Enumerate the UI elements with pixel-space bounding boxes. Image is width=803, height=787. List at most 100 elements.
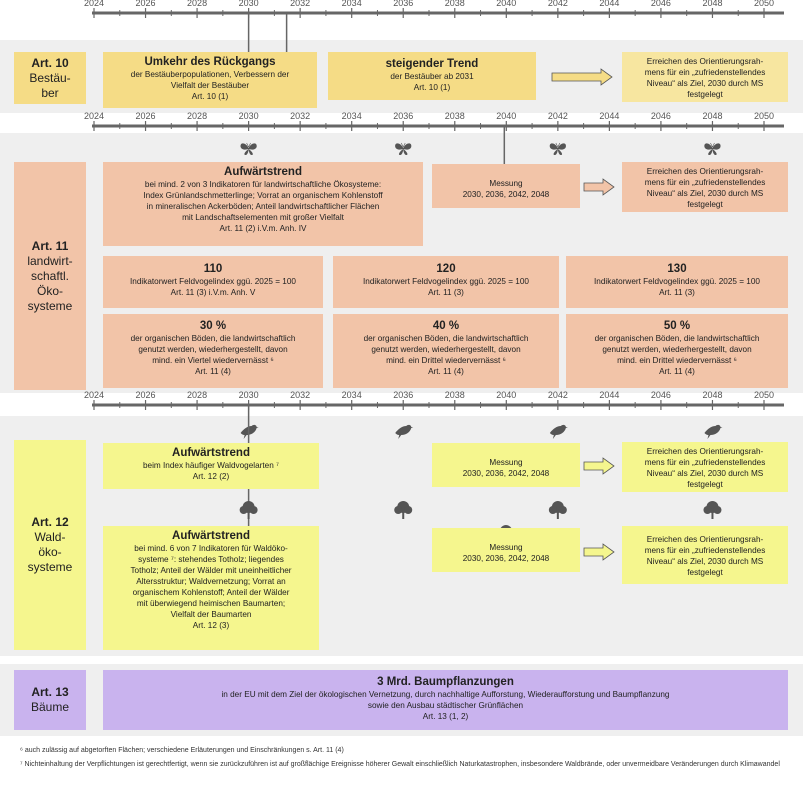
art12-goal1-box: Erreichen des Orientierungsrah- mens für…	[622, 442, 788, 492]
art11-measure-box: Messung 2030, 2036, 2042, 2048	[432, 164, 580, 208]
art12-goal2-box: Erreichen des Orientierungsrah- mens für…	[622, 526, 788, 584]
timeline-year-2044: 2044	[599, 0, 619, 8]
timeline-year-2026: 2026	[136, 390, 156, 400]
art12-trend2-body: bei mind. 6 von 7 Indikatoren für Waldök…	[130, 544, 292, 630]
timeline-year-2024: 2024	[84, 111, 104, 121]
art12-measure1-box: Messung 2030, 2036, 2042, 2048	[432, 443, 580, 487]
art13-label: Art. 13 Bäume	[14, 670, 86, 730]
timeline-year-2044: 2044	[599, 390, 619, 400]
art10-label-article: Art. 10	[31, 55, 69, 70]
timeline-year-2046: 2046	[651, 390, 671, 400]
timeline-year-2048: 2048	[702, 390, 722, 400]
timeline-year-2034: 2034	[342, 390, 362, 400]
art11-label-name: landwirt- schaftl. Öko- systeme	[27, 253, 73, 313]
timeline-year-2042: 2042	[548, 0, 568, 8]
timeline-year-2042: 2042	[548, 111, 568, 121]
bird-icon-2042	[549, 424, 568, 439]
timeline-year-2032: 2032	[290, 111, 310, 121]
art10-arrow-right-icon	[551, 68, 613, 86]
timeline-year-2028: 2028	[187, 111, 207, 121]
timeline-year-2036: 2036	[393, 111, 413, 121]
art11-goal-box: Erreichen des Orientierungsrah- mens für…	[622, 162, 788, 212]
art12-arrow1-right-icon	[583, 457, 615, 475]
timeline-year-2026: 2026	[136, 0, 156, 8]
footnote-7: ⁷ Nichteinhaltung der Verpflichtungen is…	[20, 761, 780, 768]
art11-trend-box: Aufwärtstrend bei mind. 2 von 3 Indikato…	[103, 162, 423, 246]
art10-trend-box: steigender Trend der Bestäuber ab 2031 A…	[328, 52, 536, 100]
timeline-year-2038: 2038	[445, 0, 465, 8]
art11-moor-box-2050: 50 % der organischen Böden, die landwirt…	[566, 314, 788, 388]
timeline-year-2044: 2044	[599, 111, 619, 121]
timeline-year-2038: 2038	[445, 111, 465, 121]
art11-moor-box-2030: 30 % der organischen Böden, die landwirt…	[103, 314, 323, 388]
timeline-year-2034: 2034	[342, 111, 362, 121]
timeline-year-2038: 2038	[445, 390, 465, 400]
art12-trend1-title: Aufwärtstrend	[172, 447, 250, 459]
art12-measure2-text: Messung 2030, 2036, 2042, 2048	[462, 543, 550, 563]
butterfly-icon-2042	[549, 142, 567, 156]
bird-icon-2030	[240, 424, 259, 439]
timeline-year-2048: 2048	[702, 111, 722, 121]
timeline-year-2046: 2046	[651, 111, 671, 121]
art11-fv-box-2040: 120 Indikatorwert Feldvogelindex ggü. 20…	[333, 256, 559, 308]
timeline-year-2040: 2040	[496, 111, 516, 121]
art12-goal2-text: Erreichen des Orientierungsrah- mens für…	[644, 535, 766, 577]
art12-goal1-text: Erreichen des Orientierungsrah- mens für…	[644, 447, 766, 489]
art11-fv-title-2040: 120	[436, 263, 456, 275]
timeline-year-2034: 2034	[342, 0, 362, 8]
butterfly-icon-2030	[240, 142, 258, 156]
art12-trend2-box: Aufwärtstrend bei mind. 6 von 7 Indikato…	[103, 526, 319, 650]
art10-reversal-title: Umkehr des Rückgangs	[144, 56, 276, 68]
art11-label: Art. 11 landwirt- schaftl. Öko- systeme	[14, 162, 86, 390]
tree-icon-2030	[239, 501, 258, 519]
art11-fv-box-2050: 130 Indikatorwert Feldvogelindex ggü. 20…	[566, 256, 788, 308]
tree-icon-2048	[703, 501, 722, 519]
art11-fv-body-2040: Indikatorwert Feldvogelindex ggü. 2025 =…	[363, 277, 529, 297]
art11-moor-body-2030: der organischen Böden, die landwirtschaf…	[130, 334, 296, 376]
art13-tree-planting-box: 3 Mrd. Baumpflanzungen in der EU mit dem…	[103, 670, 788, 730]
art11-moor-title-2050: 50 %	[663, 320, 691, 332]
art11-moor-title-2040: 40 %	[432, 320, 460, 332]
art12-trend2-title: Aufwärtstrend	[172, 530, 250, 542]
timeline-year-2032: 2032	[290, 390, 310, 400]
art11-fv-body-2030: Indikatorwert Feldvogelindex ggü. 2025 =…	[130, 277, 296, 297]
timeline-year-2024: 2024	[84, 0, 104, 8]
art11-fv-box-2030: 110 Indikatorwert Feldvogelindex ggü. 20…	[103, 256, 323, 308]
timeline-year-2024: 2024	[84, 390, 104, 400]
art11-fv-title-2030: 110	[203, 263, 223, 275]
art12-trend1-box: Aufwärtstrend beim Index häufiger Waldvo…	[103, 443, 319, 489]
timeline-year-2026: 2026	[136, 111, 156, 121]
footnote-6: ⁶ auch zulässig auf abgetorften Flächen;…	[20, 747, 344, 754]
art10-reversal-box: Umkehr des Rückgangs der Bestäuberpopula…	[103, 52, 317, 108]
timeline-year-2042: 2042	[548, 390, 568, 400]
art11-moor-box-2040: 40 % der organischen Böden, die landwirt…	[333, 314, 559, 388]
timeline-year-2040: 2040	[496, 0, 516, 8]
butterfly-icon-2048	[704, 142, 721, 156]
timeline-year-2030: 2030	[239, 111, 259, 121]
timeline-year-2046: 2046	[651, 0, 671, 8]
timeline-year-2040: 2040	[496, 390, 516, 400]
timeline-year-2036: 2036	[393, 0, 413, 8]
art10-reversal-body: der Bestäuberpopulationen, Verbessern de…	[130, 70, 290, 101]
art12-label: Art. 12 Wald- öko- systeme	[14, 440, 86, 650]
art13-label-article: Art. 13	[31, 685, 69, 699]
tree-icon-2042	[548, 501, 567, 519]
art11-moor-title-2030: 30 %	[199, 320, 227, 332]
timeline-year-2030: 2030	[239, 0, 259, 8]
timeline-year-2048: 2048	[702, 0, 722, 8]
art10-label-name: Bestäu- ber	[29, 70, 71, 100]
art12-label-article: Art. 12	[31, 515, 69, 529]
art10-label: Art. 10 Bestäu- ber	[14, 52, 86, 104]
art13-tree-planting-title: 3 Mrd. Baumpflanzungen	[377, 676, 514, 688]
art11-moor-body-2050: der organischen Böden, die landwirtschaf…	[594, 334, 760, 376]
timeline-year-2050: 2050	[754, 390, 774, 400]
timeline-year-2050: 2050	[754, 111, 774, 121]
art10-goal-text: Erreichen des Orientierungsrah- mens für…	[644, 57, 766, 99]
art10-goal-box: Erreichen des Orientierungsrah- mens für…	[622, 52, 788, 102]
art11-goal-text: Erreichen des Orientierungsrah- mens für…	[644, 167, 766, 209]
art13-tree-planting-body: in der EU mit dem Ziel der ökologischen …	[221, 690, 670, 721]
art11-arrow-right-icon	[583, 178, 615, 196]
art11-trend-title: Aufwärtstrend	[224, 166, 302, 178]
